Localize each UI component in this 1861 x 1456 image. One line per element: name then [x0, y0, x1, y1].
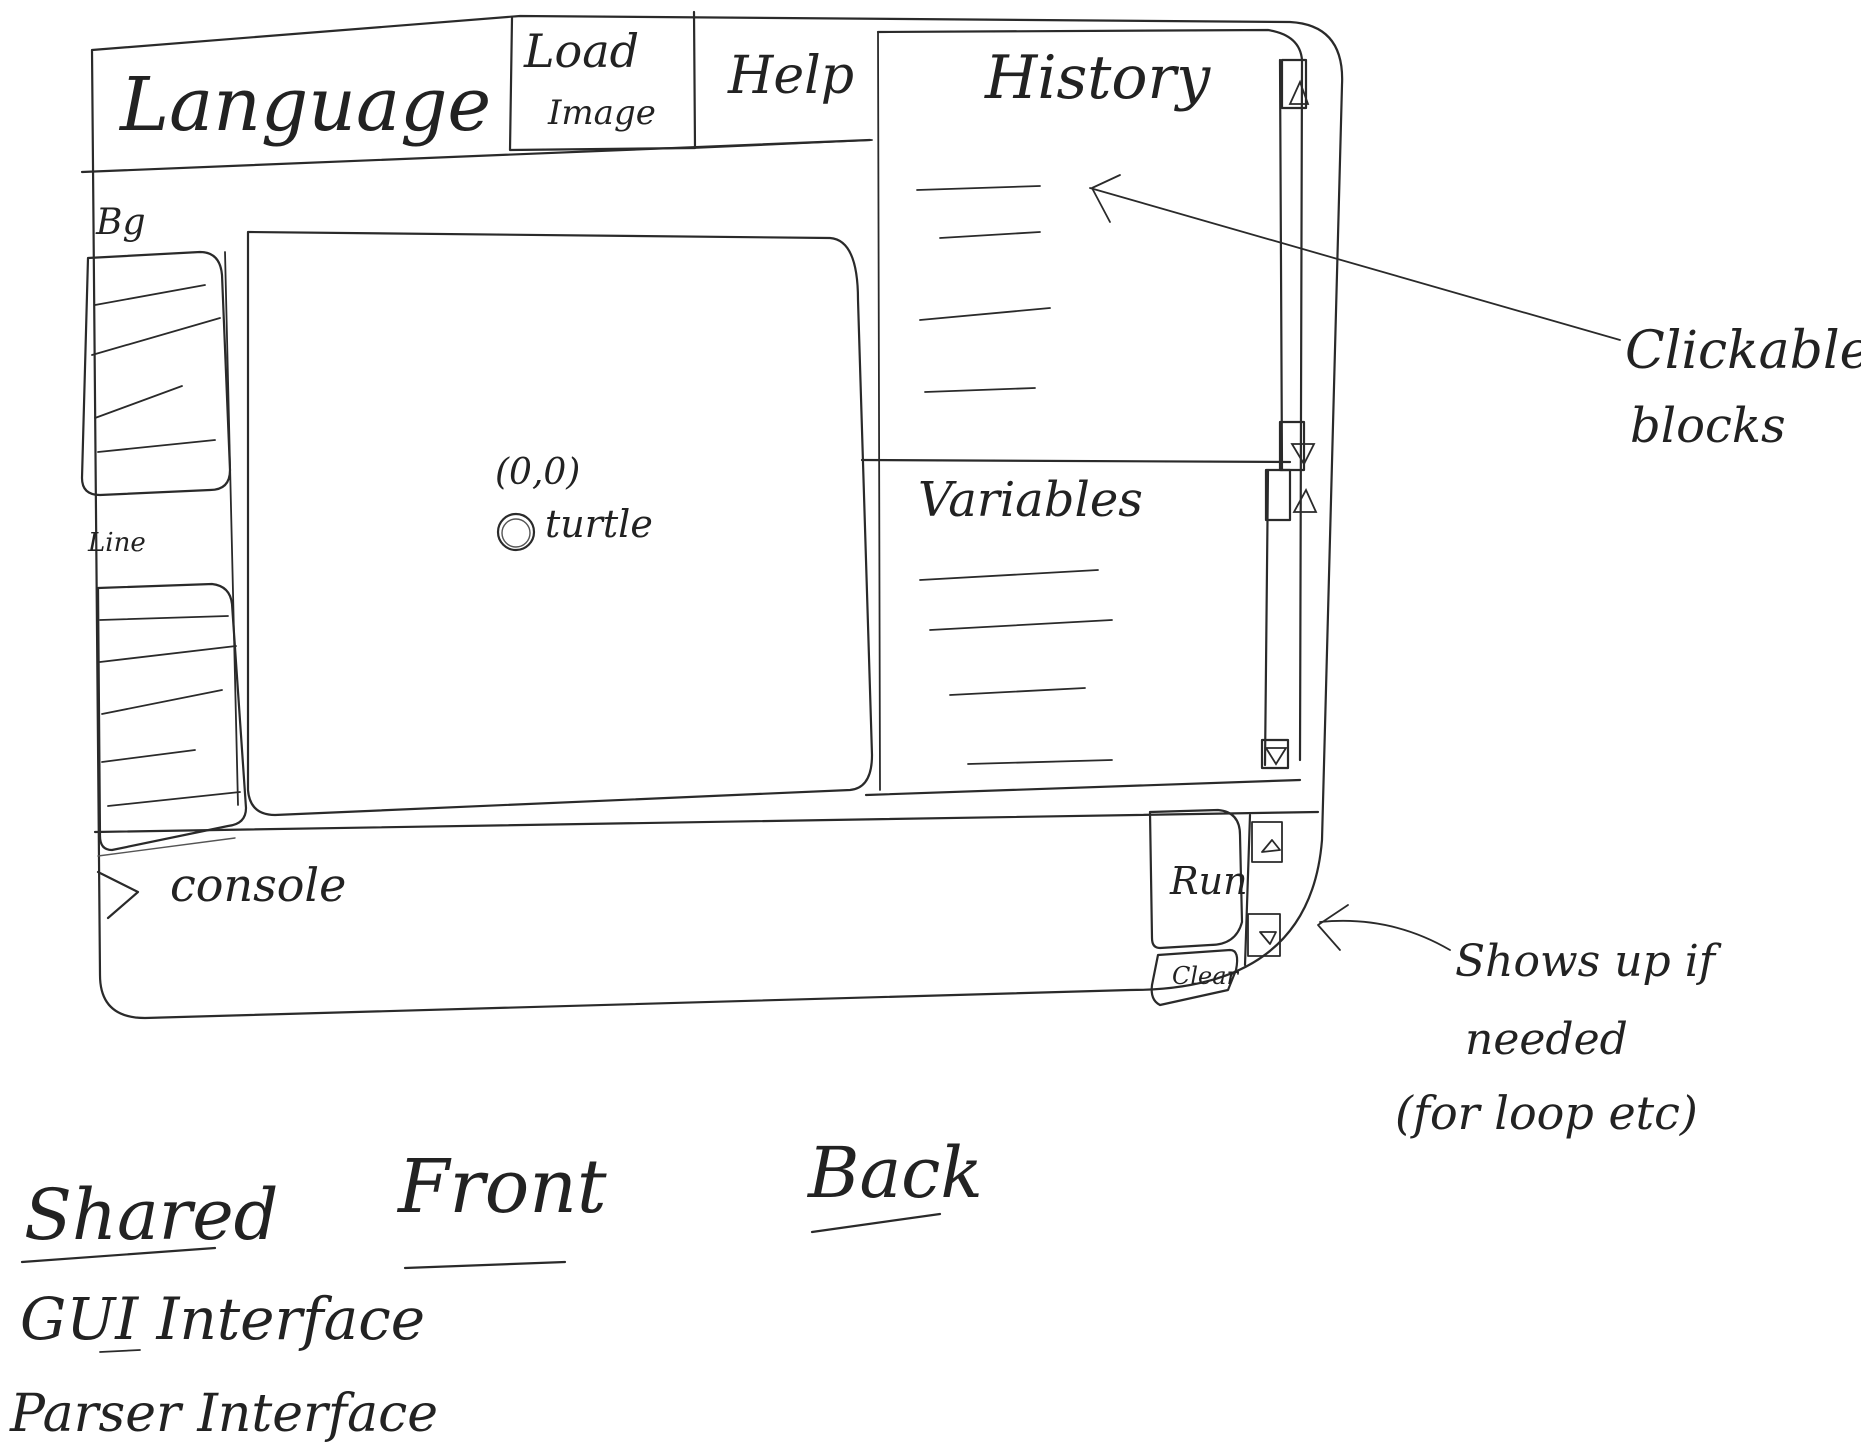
turtle-canvas[interactable]: [246, 230, 874, 817]
load-image-button-label-line2[interactable]: Image: [548, 93, 656, 133]
history-scrollbar[interactable]: [1278, 58, 1316, 472]
help-menu-label[interactable]: Help: [728, 46, 855, 106]
console-scrollbar[interactable]: [1243, 813, 1283, 967]
history-variables-divider: [860, 458, 1292, 464]
variables-scrollbar[interactable]: [1260, 468, 1318, 770]
run-button-label[interactable]: Run: [1170, 859, 1248, 903]
legend-parser-interface: Parser Interface: [10, 1384, 439, 1444]
bg-panel[interactable]: [80, 250, 232, 497]
legend-shared: Shared: [24, 1174, 279, 1256]
origin-label: (0,0): [495, 452, 581, 493]
back-underline: [810, 1212, 942, 1234]
turtle-label: turtle: [545, 502, 653, 546]
clear-button-label[interactable]: Clear: [1172, 962, 1239, 990]
clickable-annotation-line1: Clickable: [1625, 321, 1861, 381]
shared-underline: [20, 1246, 217, 1264]
clickable-annotation-line2: blocks: [1630, 398, 1786, 454]
load-image-button-frame: [508, 10, 697, 152]
clickable-blocks-arrow: [1089, 174, 1621, 341]
history-list[interactable]: [916, 185, 1051, 393]
shows-annotation-line1: Shows up if: [1455, 936, 1716, 987]
variables-title: Variables: [918, 472, 1143, 528]
front-underline: [403, 1260, 567, 1270]
console-label: console: [170, 858, 347, 912]
legend-front: Front: [398, 1144, 607, 1230]
variables-bottom-divider: [864, 778, 1302, 797]
legend-gui-interface: GUI Interface: [20, 1285, 426, 1353]
shows-annotation-line2: needed: [1465, 1014, 1628, 1065]
clear-button-frame[interactable]: [1150, 948, 1239, 1007]
load-image-button-label-line1[interactable]: Load: [524, 24, 640, 78]
history-title: History: [985, 43, 1211, 113]
shows-up-arrow: [1317, 904, 1451, 951]
legend-back: Back: [808, 1132, 983, 1214]
console-divider: [93, 810, 1320, 834]
run-button-frame[interactable]: [1148, 808, 1244, 950]
shows-annotation-line3: (for loop etc): [1395, 1086, 1698, 1140]
window-frame: [90, 14, 1344, 1020]
line-panel[interactable]: [96, 582, 248, 852]
right-column-frame: [876, 28, 1304, 762]
language-menu-label[interactable]: Language: [120, 62, 492, 148]
variables-list: [919, 569, 1113, 765]
turtle-icon: [496, 512, 536, 552]
line-panel-label: Line: [88, 528, 146, 558]
bg-panel-label: Bg: [96, 202, 146, 243]
console-prompt-icon: [96, 870, 140, 920]
